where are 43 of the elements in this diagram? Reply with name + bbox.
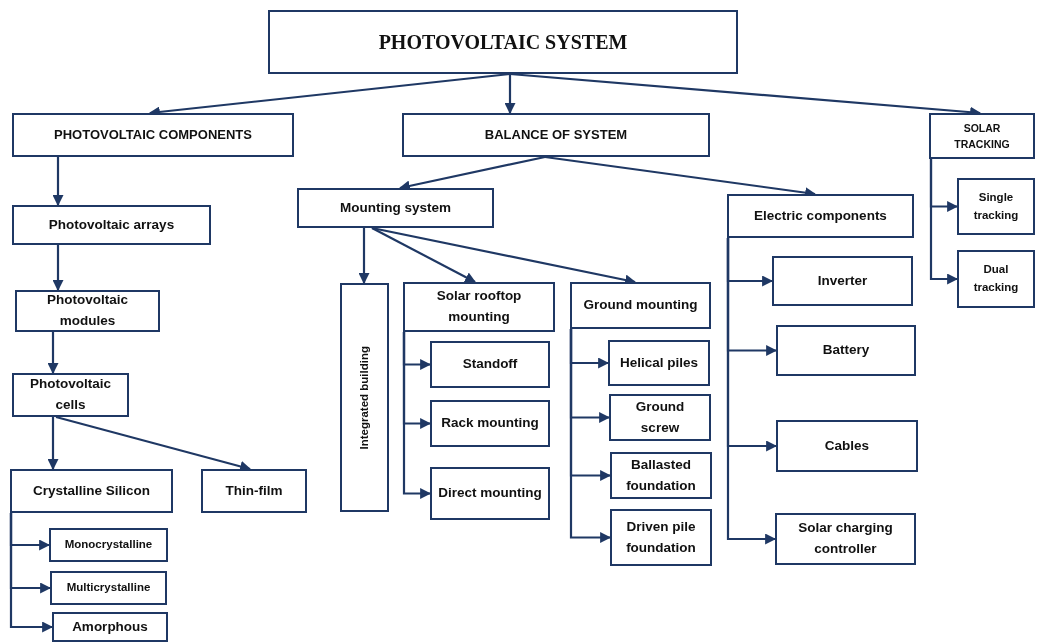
- category-box: Solar charging controller: [775, 513, 916, 565]
- category-box: Inverter: [772, 256, 913, 306]
- arrow: [726, 238, 777, 545]
- category-box: Direct mounting: [430, 467, 550, 520]
- category-box: Electric components: [727, 194, 914, 238]
- category-box: Thin-film: [201, 469, 307, 513]
- arrow: [55, 415, 252, 472]
- arrow: [402, 332, 432, 499]
- category-box: Integrated building: [340, 283, 389, 512]
- category-box: SOLAR TRACKING: [929, 113, 1035, 159]
- arrow: [569, 329, 612, 543]
- arrow: [47, 417, 59, 471]
- category-box: Battery: [776, 325, 916, 376]
- category-box: PHOTOVOLTAIC COMPONENTS: [12, 113, 294, 157]
- arrow: [52, 245, 64, 292]
- category-box: Multicrystalline: [50, 571, 167, 605]
- category-box: Single tracking: [957, 178, 1035, 235]
- category-box: Solar rooftop mounting: [403, 282, 555, 332]
- category-box: Helical piles: [608, 340, 710, 386]
- category-box: Amorphous: [52, 612, 168, 642]
- category-box: Photovoltaic arrays: [12, 205, 211, 245]
- arrow: [47, 332, 59, 375]
- arrow: [52, 157, 64, 207]
- arrow: [358, 228, 370, 285]
- arrow: [929, 159, 959, 285]
- category-box: Rack mounting: [430, 400, 550, 447]
- category-box: Ground mounting: [570, 282, 711, 329]
- category-box: Photovoltaic modules: [15, 290, 160, 332]
- arrow: [504, 74, 516, 115]
- category-box: Photovoltaic cells: [12, 373, 129, 417]
- category-box: Cables: [776, 420, 918, 472]
- category-box: Dual tracking: [957, 250, 1035, 308]
- arrow: [9, 513, 54, 633]
- category-box: Mounting system: [297, 188, 494, 228]
- category-box: Standoff: [430, 341, 550, 388]
- category-box: Monocrystalline: [49, 528, 168, 562]
- category-box: BALANCE OF SYSTEM: [402, 113, 710, 157]
- arrow: [371, 227, 476, 283]
- category-box: Ground screw: [609, 394, 711, 441]
- category-box: Crystalline Silicon: [10, 469, 173, 513]
- title-box: PHOTOVOLTAIC SYSTEM: [268, 10, 738, 74]
- category-box: Driven pile foundation: [610, 509, 712, 566]
- category-box: Ballasted foundation: [610, 452, 712, 499]
